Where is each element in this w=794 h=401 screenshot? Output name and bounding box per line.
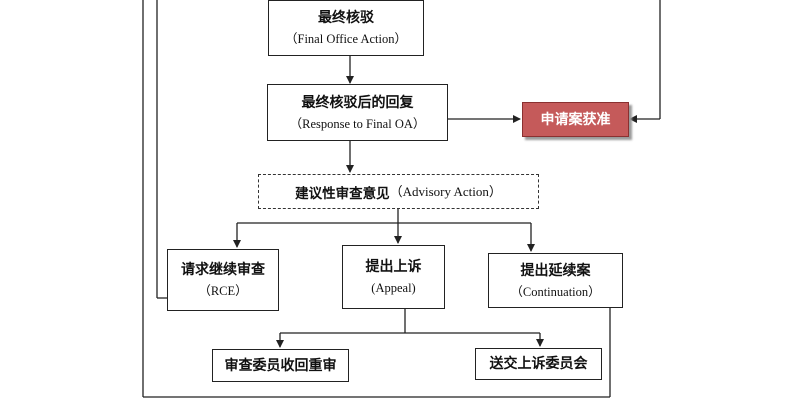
response-to-final-oa-box: 最终核驳后的回复 （Response to Final OA） (267, 84, 448, 141)
continuation-box: 提出延续案 （Continuation） (488, 253, 623, 308)
appeal-box: 提出上诉 (Appeal) (342, 245, 445, 309)
appeal-zh: 提出上诉 (365, 259, 422, 275)
final-office-action-en: （Final Office Action） (285, 32, 407, 46)
appeal-board-box: 送交上诉委员会 (475, 348, 602, 380)
rce-en: （RCE） (198, 284, 248, 298)
appeal-en: (Appeal) (371, 281, 416, 295)
rce-zh: 请求继续审查 (181, 262, 265, 278)
response-zh: 最终核驳后的回复 (301, 94, 414, 111)
continuation-en: （Continuation） (510, 284, 601, 299)
rce-box: 请求继续审查 （RCE） (167, 249, 279, 311)
advisory-action-box: 建议性审查意见 （Advisory Action） (258, 174, 539, 209)
continuation-zh: 提出延续案 (520, 262, 591, 279)
final-office-action-zh: 最终核驳 (318, 10, 374, 26)
advisory-en: （Advisory Action） (389, 183, 502, 199)
examiner-withdraw-box: 审查委员收回重审 (212, 349, 349, 382)
application-granted-box: 申请案获准 (522, 102, 629, 137)
appeal-board-label: 送交上诉委员会 (489, 356, 588, 372)
application-granted-label: 申请案获准 (540, 111, 611, 128)
examiner-withdraw-label: 审查委员收回重审 (224, 357, 337, 374)
advisory-zh: 建议性审查意见 (295, 185, 390, 202)
final-office-action-box: 最终核驳 （Final Office Action） (268, 0, 424, 56)
response-en: （Response to Final OA） (289, 116, 426, 131)
